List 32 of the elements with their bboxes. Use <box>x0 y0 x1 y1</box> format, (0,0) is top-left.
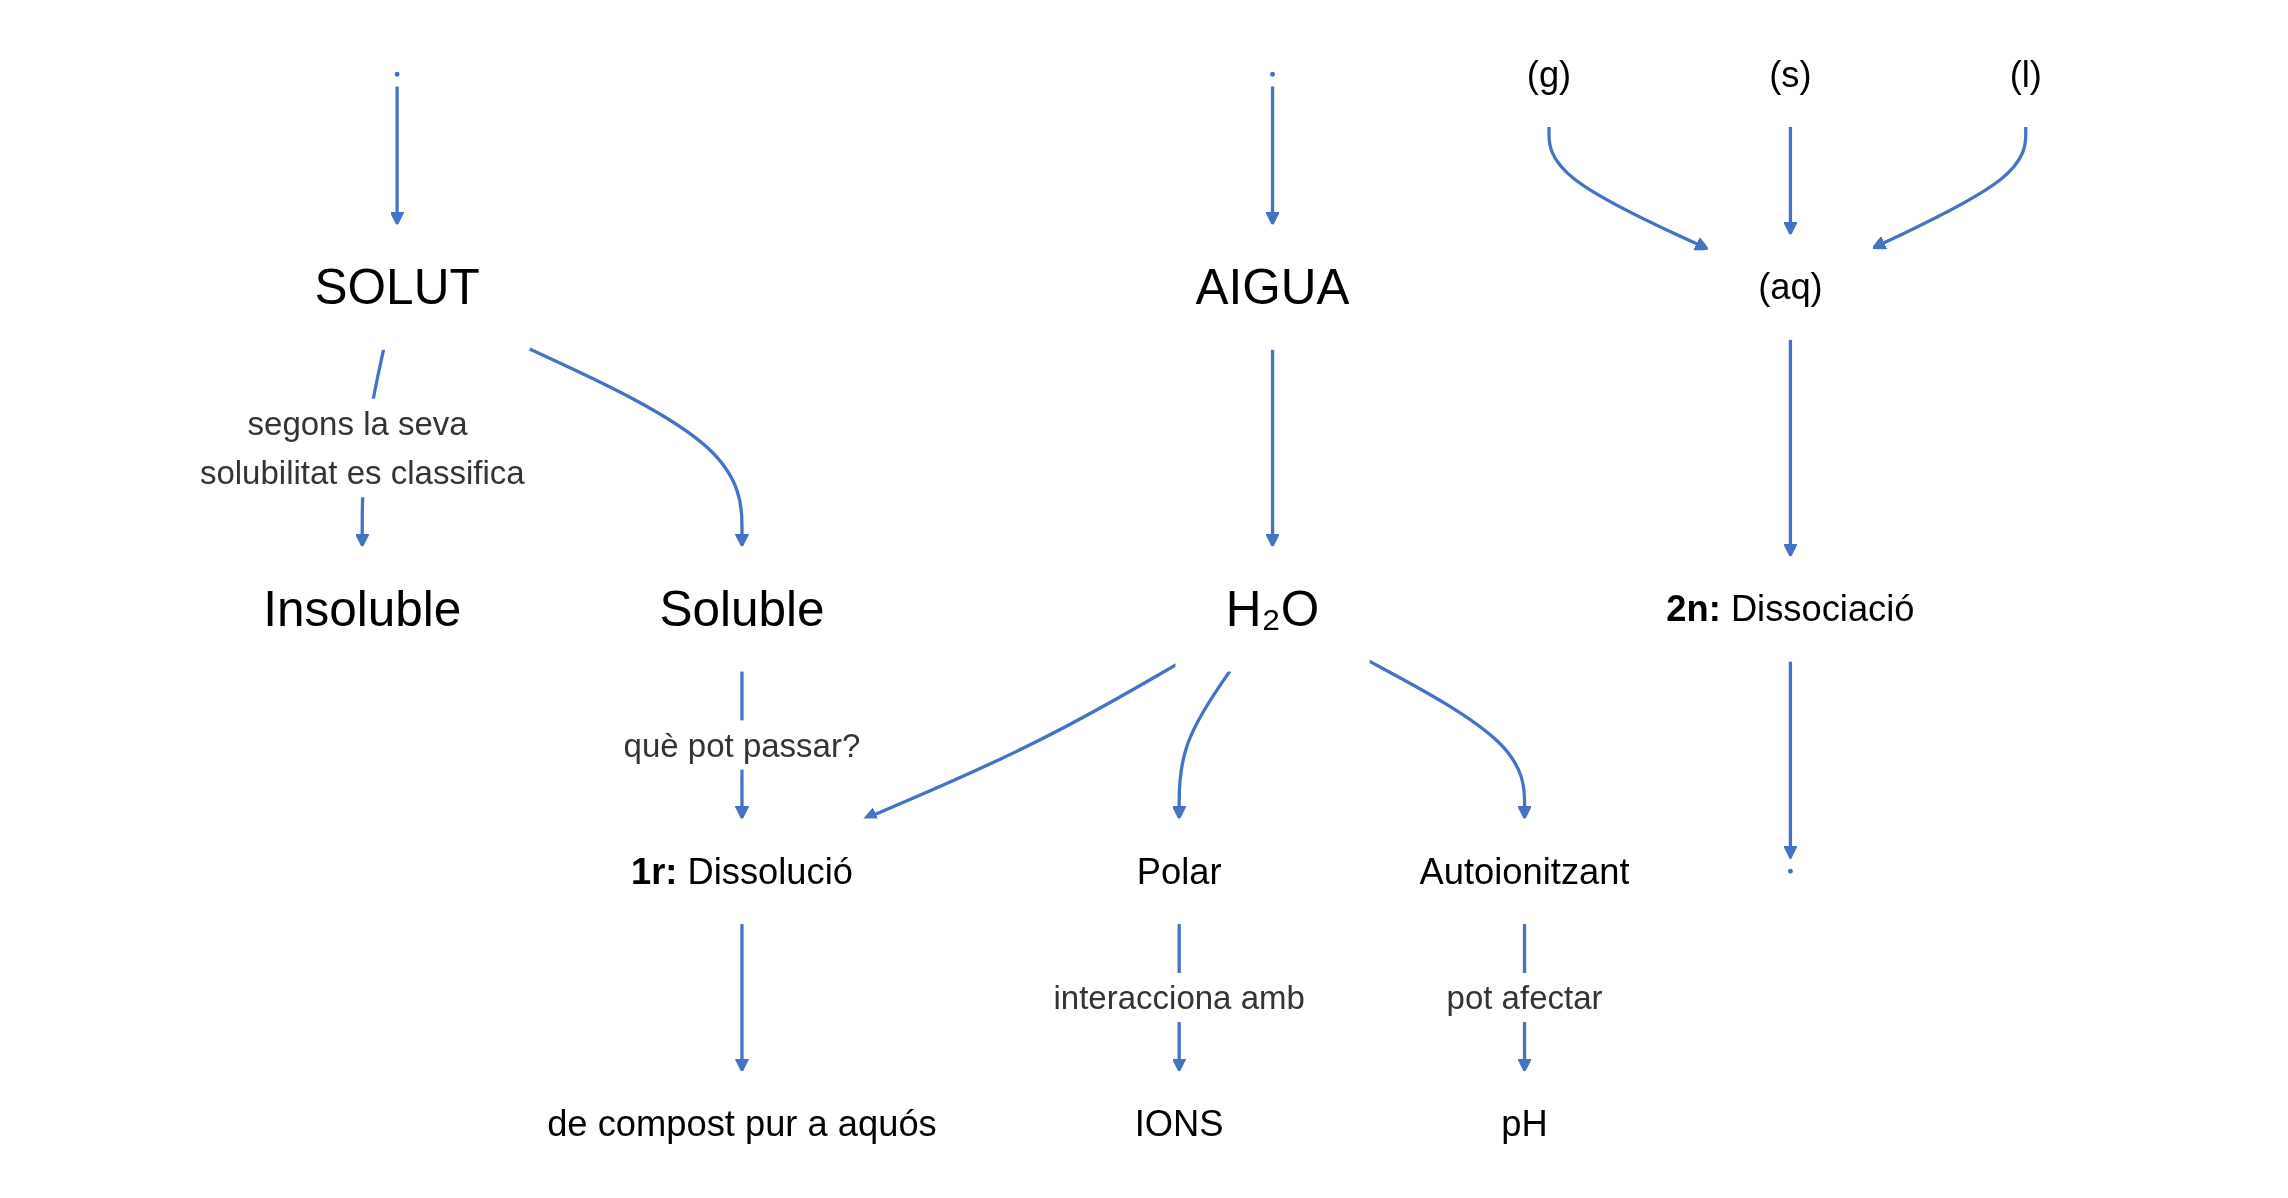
arrow <box>1171 669 1232 820</box>
arrow <box>734 923 749 1073</box>
node-text: (l) <box>2009 53 2042 95</box>
node-text: de compost pur a aquós <box>546 1103 937 1145</box>
arrow <box>1871 126 2028 250</box>
node-text: AIGUA <box>1195 259 1350 315</box>
edge-label: interacciona amb <box>1053 979 1305 1016</box>
node-text: (s) <box>1768 53 1812 95</box>
edge-label: pot afectar <box>1446 979 1603 1016</box>
node-text: Polar <box>1136 850 1222 892</box>
node-text: 1r: Dissolució <box>630 850 853 892</box>
arrow <box>1547 126 1709 251</box>
arrow <box>862 663 1177 821</box>
arrow <box>1264 86 1280 226</box>
node-text: IONS <box>1134 1103 1224 1145</box>
arrow <box>528 347 749 548</box>
edge-label: segons la seva solubilitat es classifica <box>199 405 525 491</box>
edge-label: què pot passar? <box>623 726 861 764</box>
arrow <box>389 86 405 226</box>
node-text: pH <box>1501 1103 1548 1145</box>
node-text: (aq) <box>1757 266 1823 308</box>
node-text: 2n: Dissociació <box>1666 588 1915 630</box>
arrow <box>1782 126 1798 236</box>
arrow <box>1264 348 1280 548</box>
arrow <box>1782 339 1798 558</box>
node-text: H₂O <box>1225 581 1319 637</box>
node-text: SOLUT <box>314 259 480 315</box>
arrow <box>1782 660 1798 860</box>
node-text: Insoluble <box>262 581 462 637</box>
node-text: (g) <box>1526 53 1571 95</box>
node-text: Soluble <box>659 581 825 637</box>
node-text: Autoionitzant <box>1419 850 1630 892</box>
